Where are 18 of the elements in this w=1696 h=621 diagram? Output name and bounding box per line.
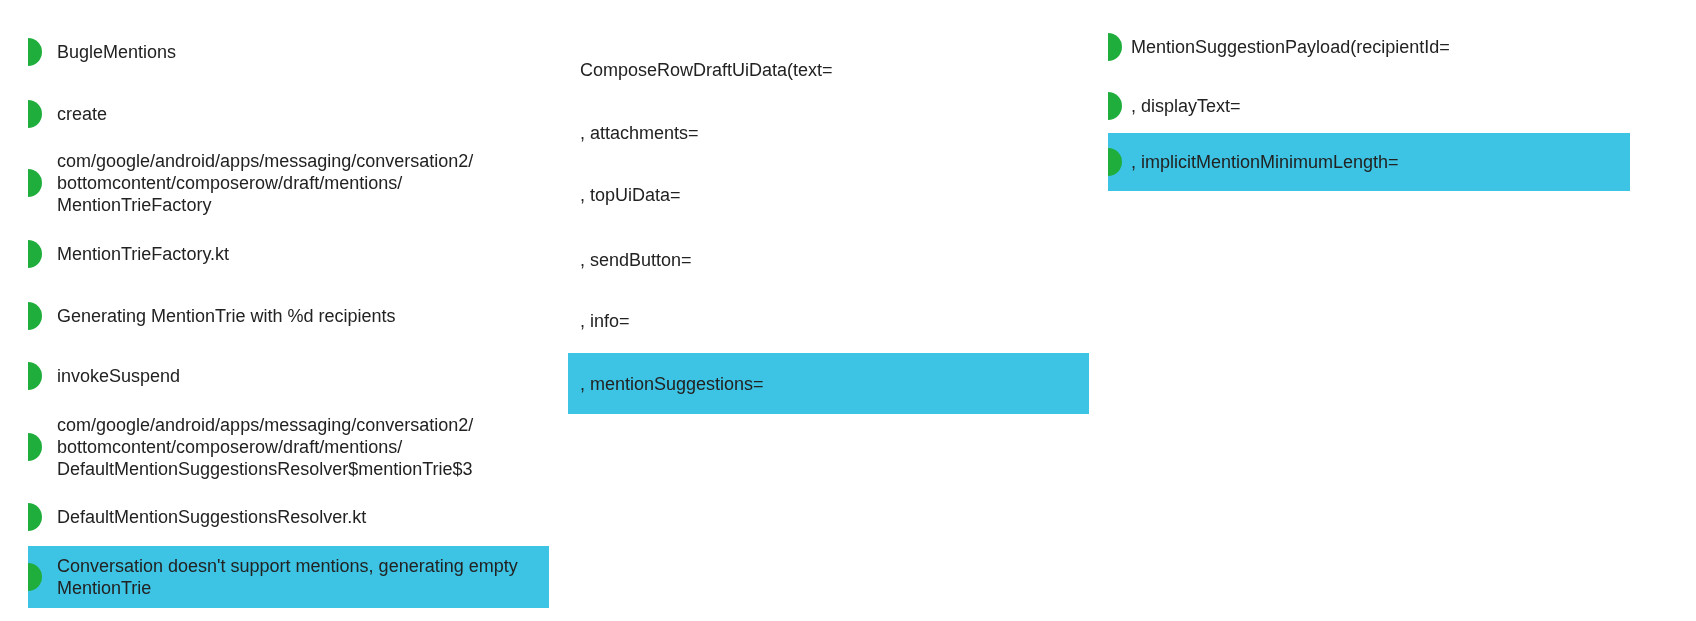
- string-text: create: [57, 103, 108, 125]
- string-text: BugleMentions: [57, 41, 177, 63]
- string-text: , mentionSuggestions=: [580, 372, 764, 395]
- string-text: Conversation doesn't support mentions, generating empty MentionTrie: [57, 555, 519, 599]
- string-text: Generating MentionTrie with %d recipients: [57, 305, 396, 327]
- string-text: , sendButton=: [580, 249, 692, 271]
- string-text: MentionSuggestionPayload(recipientId=: [1131, 36, 1450, 58]
- string-text: ComposeRowDraftUiData(text=: [580, 59, 833, 81]
- string-text: , attachments=: [580, 122, 699, 144]
- string-text: , displayText=: [1131, 95, 1241, 117]
- string-text: , info=: [580, 310, 630, 332]
- string-text: MentionTrieFactory.kt: [57, 243, 230, 265]
- string-text: , implicitMentionMinimumLength=: [1131, 151, 1399, 173]
- string-text: com/google/android/apps/messaging/conversation2/ bottomcontent/composerow/draft/mentions/ DefaultMentionSuggestionsResolver$mentionTrie$3: [57, 414, 475, 480]
- string-text: DefaultMentionSuggestionsResolver.kt: [57, 506, 367, 528]
- string-text: , topUiData=: [580, 184, 681, 206]
- string-text: invokeSuspend: [57, 365, 181, 387]
- string-text: com/google/android/apps/messaging/conversation2/ bottomcontent/composerow/draft/mentions/ MentionTrieFactory: [57, 150, 475, 216]
